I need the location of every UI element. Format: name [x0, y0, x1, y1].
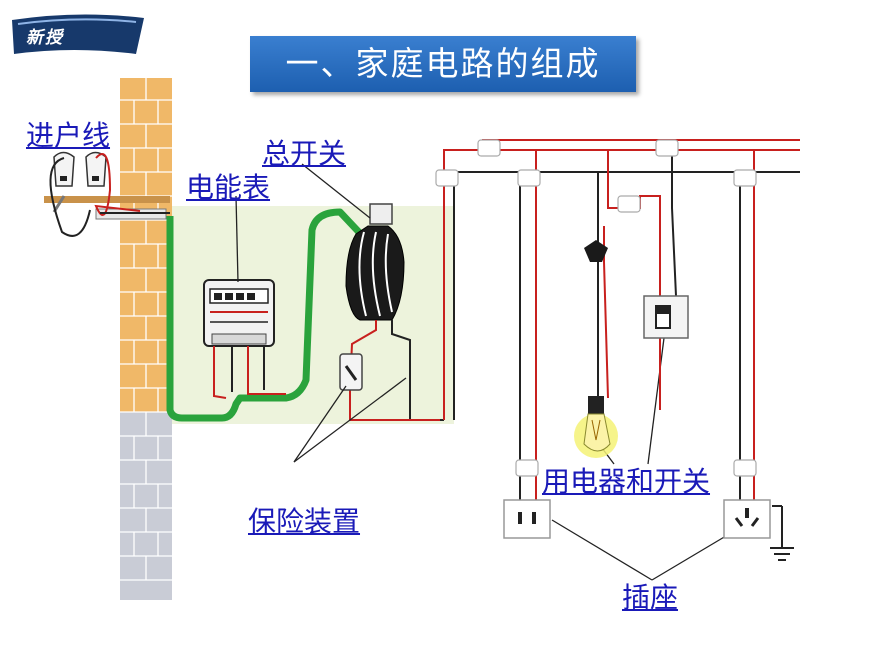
label-socket[interactable]: 插座 — [622, 581, 679, 614]
socket-icon — [503, 499, 771, 539]
label-fuse[interactable]: 保险装置 — [248, 505, 361, 538]
section-badge — [12, 14, 144, 55]
meter-wires — [213, 346, 286, 399]
energy-meter-icon — [203, 279, 275, 347]
brick-wall — [120, 78, 172, 600]
ground-symbol-icon — [770, 505, 794, 561]
label-main-switch[interactable]: 总开关 — [262, 137, 347, 170]
fuse-icon — [339, 353, 363, 391]
insulator-icon — [53, 151, 107, 187]
badge-label: 新授 — [26, 28, 64, 48]
label-appliance-switch[interactable]: 用电器和开关 — [542, 465, 711, 498]
service-wires — [49, 153, 170, 237]
label-energy-meter[interactable]: 电能表 — [186, 171, 271, 204]
label-service-line[interactable]: 进户线 — [26, 119, 111, 152]
branch-wiring — [482, 139, 800, 500]
page-title: 一、家庭电路的组成 — [285, 44, 601, 83]
title-banner: 一、家庭电路的组成 — [250, 36, 636, 92]
label-pointers — [235, 163, 737, 581]
light-bulb-icon — [574, 240, 618, 458]
wall-switch-icon — [643, 295, 689, 339]
junction-boxes — [435, 139, 757, 477]
main-switch-icon — [345, 203, 405, 321]
ground-wire — [166, 208, 375, 422]
